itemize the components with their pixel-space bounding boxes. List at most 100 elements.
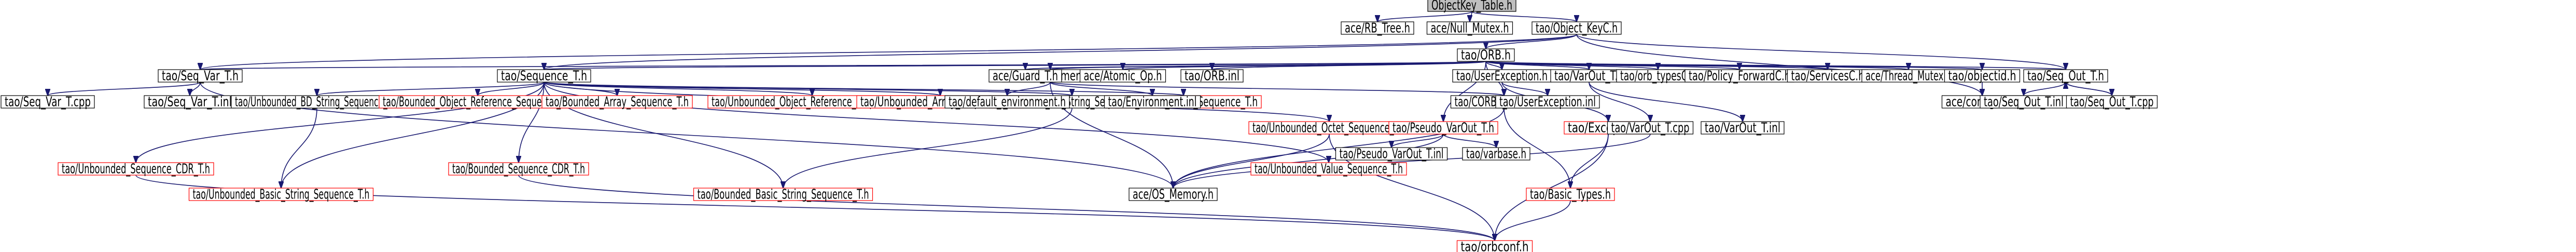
node-default-environment[interactable]: tao/default_environment.h xyxy=(944,95,1070,110)
node-label: tao/Unbounded_Basic_String_Sequence_T.h xyxy=(193,187,370,203)
node-box xyxy=(1180,69,1244,83)
node-unb-basic-string-seq[interactable]: tao/Unbounded_Basic_String_Sequence_T.h xyxy=(188,187,374,203)
node-object-keyc[interactable]: tao/Object_KeyC.h xyxy=(1531,21,1622,36)
edge-orb-h-to-seq-out-t-h xyxy=(1485,61,2066,70)
edge-varout-t-h-to-varout-t-inl xyxy=(1589,82,1743,122)
edge-pseudo-varout-t-h-to-pseudo-varout-t-inl xyxy=(1391,134,1444,148)
edge-orb-h-to-orb-inl xyxy=(1212,61,1486,70)
node-label: tao/UserException.h xyxy=(1456,69,1548,84)
edge-basic-types-to-orbconf xyxy=(1495,200,1571,241)
node-box xyxy=(2023,69,2108,83)
node-label: ace/Null_Mutex.h xyxy=(1431,21,1509,36)
node-label: tao/Environment.inl xyxy=(1108,95,1197,110)
node-box xyxy=(144,95,236,109)
node-label: tao/Seq_Out_T.cpp xyxy=(2070,95,2154,110)
node-box xyxy=(1079,69,1166,83)
node-box xyxy=(1861,69,1956,83)
edge-pseudo-varout-t-h-to-varbase xyxy=(1443,134,1496,148)
node-bounded-basic-string-seq[interactable]: tao/Bounded_Basic_String_Sequence_T.h xyxy=(693,187,873,203)
node-orbconf[interactable]: tao/orbconf.h xyxy=(1456,240,1533,252)
node-basic-types[interactable]: tao/Basic_Types.h xyxy=(1526,187,1615,203)
edge-bounded-bd-string-seq-to-bounded-basic-string-seq xyxy=(783,108,1073,188)
node-unb-sequence-cdr[interactable]: tao/Unbounded_Sequence_CDR_T.h xyxy=(58,162,214,177)
node-label: tao/Seq_Var_T.h xyxy=(162,69,239,84)
node-objectkey-table[interactable]: ObjectKey_Table.h xyxy=(1427,0,1516,14)
node-bounded-array-seq[interactable]: tao/Bounded_Array_Sequence_T.h xyxy=(541,95,693,110)
node-box xyxy=(158,69,243,83)
node-label: tao/UserException.inl xyxy=(1499,95,1596,110)
node-label: tao/VarOut_T.h xyxy=(1554,69,1624,84)
node-user-exception-inl[interactable]: tao/UserException.inl xyxy=(1495,95,1600,110)
edge-seq-out-t-h-to-seq-out-t-inl xyxy=(2024,82,2066,96)
node-pseudo-varout-t-h[interactable]: tao/Pseudo_VarOut_T.h xyxy=(1388,121,1498,136)
node-label: ace/OS_Memory.h xyxy=(1133,187,1214,203)
edge-environment-h-to-corba-methods xyxy=(1050,82,1504,96)
node-unb-octet-seq[interactable]: tao/Unbounded_Octet_Sequence_T.h xyxy=(1248,121,1410,136)
node-varout-t-cpp[interactable]: tao/VarOut_T.cpp xyxy=(1607,121,1694,136)
edge-objectkey-table-to-object-keyc xyxy=(1471,11,1577,22)
node-unb-bd-string-seq[interactable]: tao/Unbounded_BD_String_Sequence_T.h xyxy=(231,95,403,110)
node-sequence-t-h[interactable]: tao/Sequence_T.h xyxy=(497,69,591,84)
node-seq-var-t-h[interactable]: tao/Seq_Var_T.h xyxy=(158,69,243,84)
edge-object-keyc-to-seq-out-t-h xyxy=(1576,34,2066,70)
node-box xyxy=(988,69,1062,83)
node-ace-atomic[interactable]: ace/Atomic_Op.h xyxy=(1079,69,1166,84)
node-label: ace/Guard_T.h xyxy=(993,69,1058,84)
edge-seq-var-t-h-to-seq-var-t-cpp xyxy=(48,82,201,96)
dependency-edges xyxy=(48,11,2112,241)
node-box xyxy=(1526,188,1615,201)
node-label: tao/Seq_Var_T.inl xyxy=(148,95,232,110)
node-box xyxy=(1,95,95,109)
edge-objectkey-table-to-rb-tree xyxy=(1377,11,1472,22)
edge-environment-h-to-environment-inl xyxy=(1050,82,1152,96)
node-bounded-sequence-cdr[interactable]: tao/Bounded_Sequence_CDR_T.h xyxy=(448,162,589,177)
node-orb-inl[interactable]: tao/ORB.inl xyxy=(1180,69,1244,84)
node-box xyxy=(1129,188,1218,201)
edge-sequence-t-h-to-bounded-objref-seq xyxy=(478,82,545,96)
node-label: ObjectKey_Table.h xyxy=(1431,0,1512,14)
node-objectid[interactable]: tao/objectid.h xyxy=(1944,69,2021,84)
edge-user-exception-h-to-user-exception-inl xyxy=(1501,82,1548,96)
node-rb-tree[interactable]: ace/RB_Tree.h xyxy=(1341,21,1414,36)
node-ace-guard[interactable]: ace/Guard_T.h xyxy=(988,69,1062,84)
node-label: tao/Pseudo_VarOut_T.h xyxy=(1393,121,1494,136)
node-thread-mutex[interactable]: ace/Thread_Mutex.h xyxy=(1861,69,1956,84)
node-policy-forwardc[interactable]: tao/Policy_ForwardC.h xyxy=(1684,69,1794,84)
node-box xyxy=(1462,147,1530,161)
node-label: tao/orbconf.h xyxy=(1461,240,1529,252)
node-varbase[interactable]: tao/varbase.h xyxy=(1462,147,1530,162)
node-label: ace/Thread_Mutex.h xyxy=(1865,69,1952,84)
node-label: tao/Seq_Out_T.inl xyxy=(1984,95,2064,110)
edge-sequence-t-h-to-unb-objref-seq xyxy=(544,82,812,96)
node-varout-t-h[interactable]: tao/VarOut_T.h xyxy=(1550,69,1628,84)
node-ace-os-memory[interactable]: ace/OS_Memory.h xyxy=(1129,187,1218,203)
node-servicesc[interactable]: tao/ServicesC.h xyxy=(1787,69,1869,84)
node-seq-out-t-cpp[interactable]: tao/Seq_Out_T.cpp xyxy=(2066,95,2158,110)
node-seq-var-t-cpp[interactable]: tao/Seq_Var_T.cpp xyxy=(1,95,95,110)
node-user-exception-h[interactable]: tao/UserException.h xyxy=(1452,69,1552,84)
node-box xyxy=(58,162,214,176)
edge-object-keyc-to-orb-h xyxy=(1486,34,1577,49)
node-box xyxy=(448,162,589,176)
node-label: tao/Bounded_Basic_String_Sequence_T.h xyxy=(698,187,869,203)
node-label: tao/Unbounded_Sequence_CDR_T.h xyxy=(62,162,210,177)
node-box xyxy=(231,95,403,109)
node-seq-var-t-inl[interactable]: tao/Seq_Var_T.inl xyxy=(144,95,236,110)
node-seq-out-t-inl[interactable]: tao/Seq_Out_T.inl xyxy=(1980,95,2068,110)
node-null-mutex[interactable]: ace/Null_Mutex.h xyxy=(1426,21,1513,36)
node-label: tao/ORB.h xyxy=(1461,48,1511,63)
node-unb-value-seq[interactable]: tao/Unbounded_Value_Sequence_T.h xyxy=(1250,162,1407,177)
node-seq-out-t-h[interactable]: tao/Seq_Out_T.h xyxy=(2023,69,2108,84)
node-label: tao/Bounded_Object_Reference_Sequence_T.… xyxy=(383,95,573,110)
node-box xyxy=(1701,121,1785,135)
node-box xyxy=(1456,240,1533,252)
edge-object-keyc-to-sequence-t-h xyxy=(544,34,1577,70)
node-pseudo-varout-t-inl[interactable]: tao/Pseudo_VarOut_T.inl xyxy=(1335,147,1448,162)
node-varout-t-inl[interactable]: tao/VarOut_T.inl xyxy=(1701,121,1785,136)
node-orb-h[interactable]: tao/ORB.h xyxy=(1457,48,1515,63)
node-label: tao/VarOut_T.cpp xyxy=(1611,121,1690,136)
node-box xyxy=(1607,121,1694,135)
node-environment-inl[interactable]: tao/Environment.inl xyxy=(1104,95,1201,110)
edge-seq-var-t-h-to-seq-var-t-inl xyxy=(190,82,201,96)
